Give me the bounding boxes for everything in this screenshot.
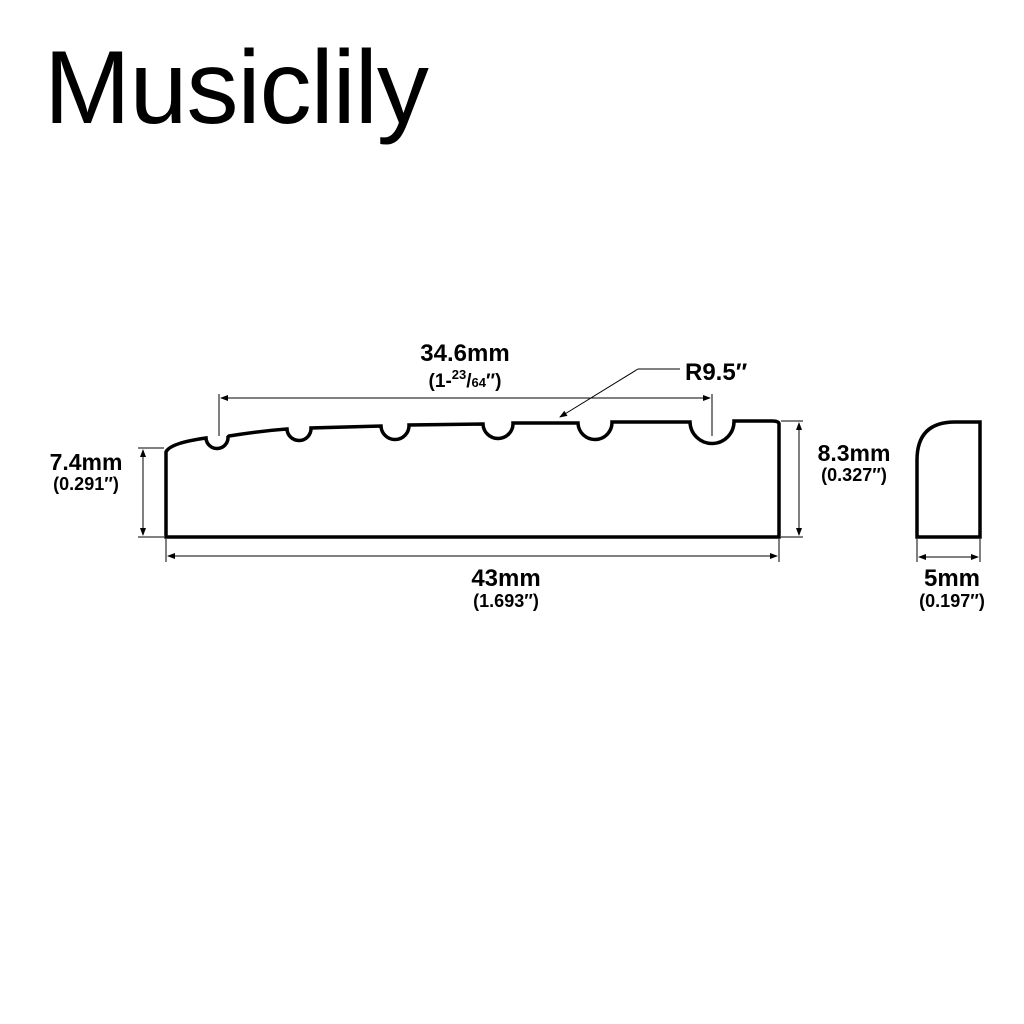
high-height-metric: 8.3mm bbox=[818, 440, 891, 466]
string-spread-dimension bbox=[218, 394, 713, 436]
width-dimension bbox=[916, 539, 981, 562]
width-metric: 5mm bbox=[924, 565, 980, 592]
length-metric: 43mm bbox=[471, 565, 540, 592]
nut-front-outline bbox=[164, 419, 781, 539]
string-spread-metric: 34.6mm bbox=[420, 340, 509, 367]
high-height-imperial: (0.327″) bbox=[821, 465, 887, 485]
low-height-imperial: (0.291″) bbox=[53, 474, 119, 494]
high-height-dimension bbox=[781, 420, 803, 538]
radius-leader bbox=[559, 368, 680, 418]
string-spread-imperial: (1-23/64″) bbox=[429, 367, 502, 392]
brand-logo: Musiclily bbox=[44, 30, 429, 146]
width-imperial: (0.197″) bbox=[919, 591, 985, 611]
low-height-dimension bbox=[138, 447, 164, 538]
length-imperial: (1.693″) bbox=[473, 591, 539, 611]
radius-label: R9.5″ bbox=[685, 359, 748, 386]
low-height-metric: 7.4mm bbox=[50, 449, 123, 475]
length-dimension bbox=[165, 539, 780, 562]
nut-side-outline bbox=[915, 420, 982, 539]
